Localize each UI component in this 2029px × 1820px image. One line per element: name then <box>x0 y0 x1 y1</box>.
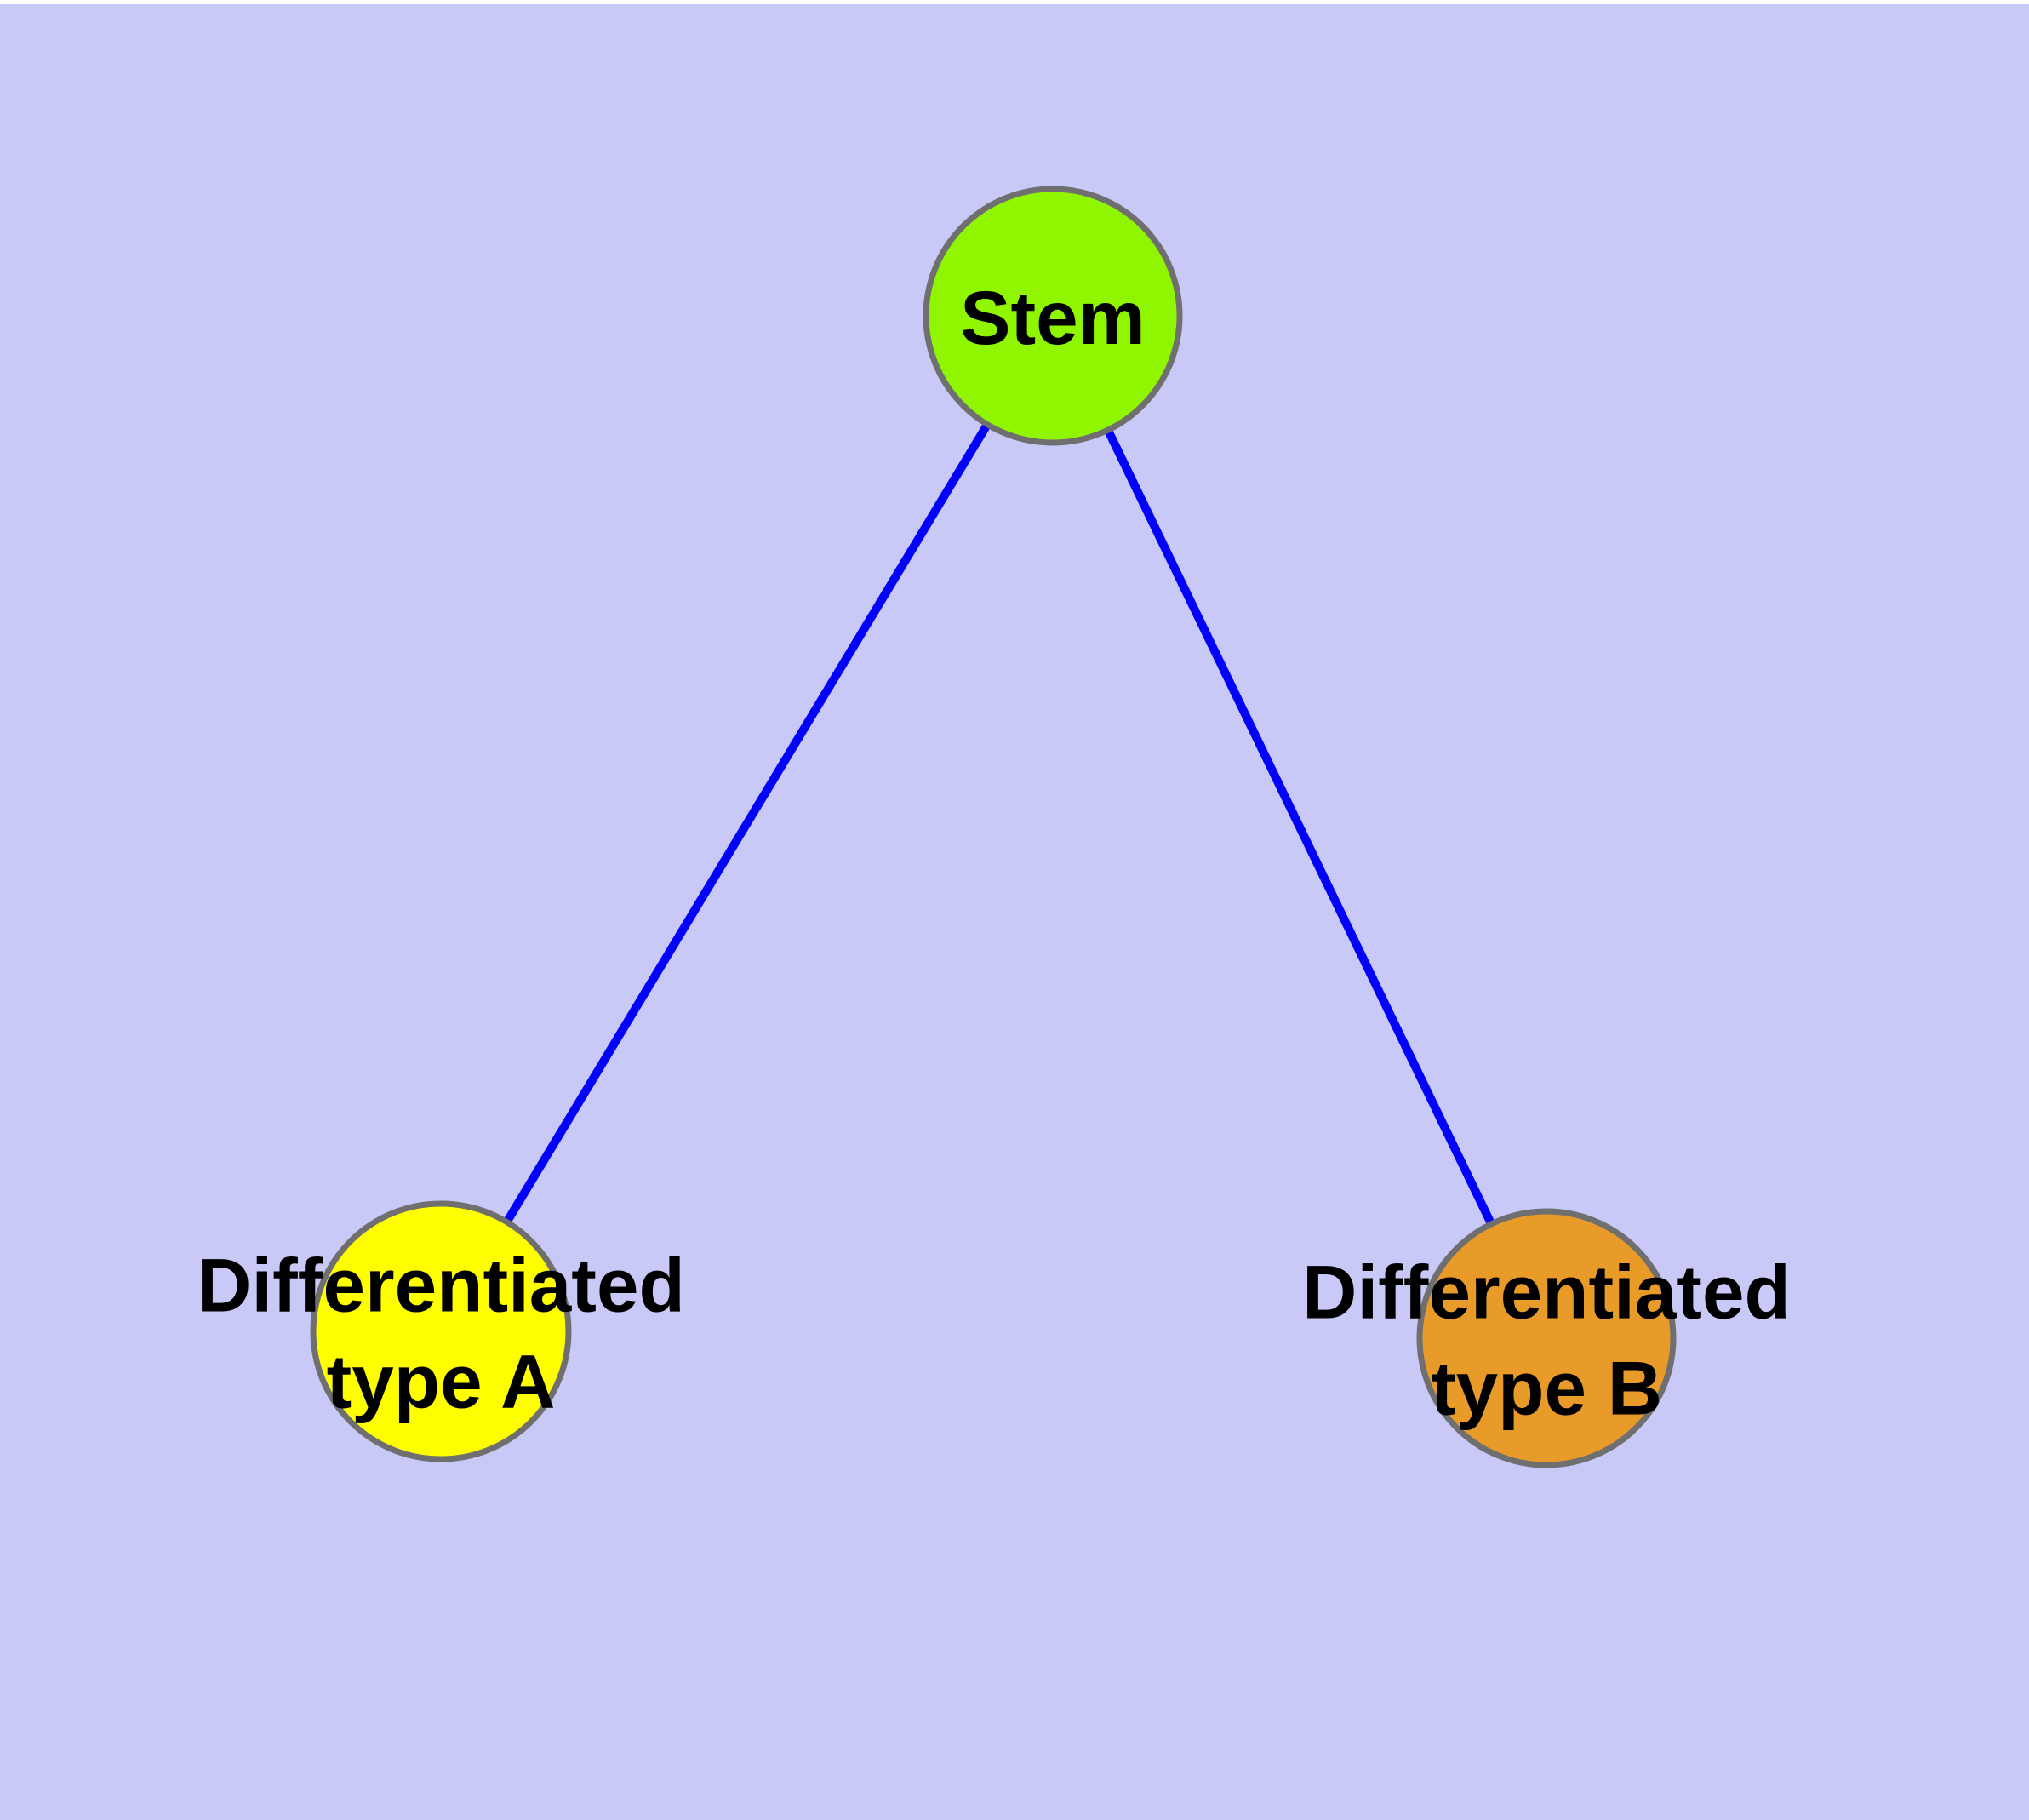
node-stem-circle <box>923 186 1183 446</box>
node-stem-label: Stem <box>960 275 1146 360</box>
node-diff_b-label-line: Differentiated <box>1302 1250 1791 1335</box>
node-diff_a-circle <box>310 1200 572 1462</box>
node-stem-label-line: Stem <box>960 275 1146 360</box>
node-diff_a-label-line: type A <box>327 1339 556 1424</box>
top-edge-strip <box>0 0 2029 4</box>
node-diff_b-label: Differentiated type B <box>1302 1250 1791 1431</box>
edge-stem-diff_a <box>437 313 1057 1334</box>
node-diff_b-circle <box>1416 1208 1677 1468</box>
node-diff_a-label: Differentiated type A <box>197 1243 685 1424</box>
node-diff_b-label-line: type B <box>1431 1346 1662 1431</box>
node-diff_a-label-line: Differentiated <box>197 1243 685 1328</box>
edge-stem-diff_b <box>1049 313 1551 1341</box>
